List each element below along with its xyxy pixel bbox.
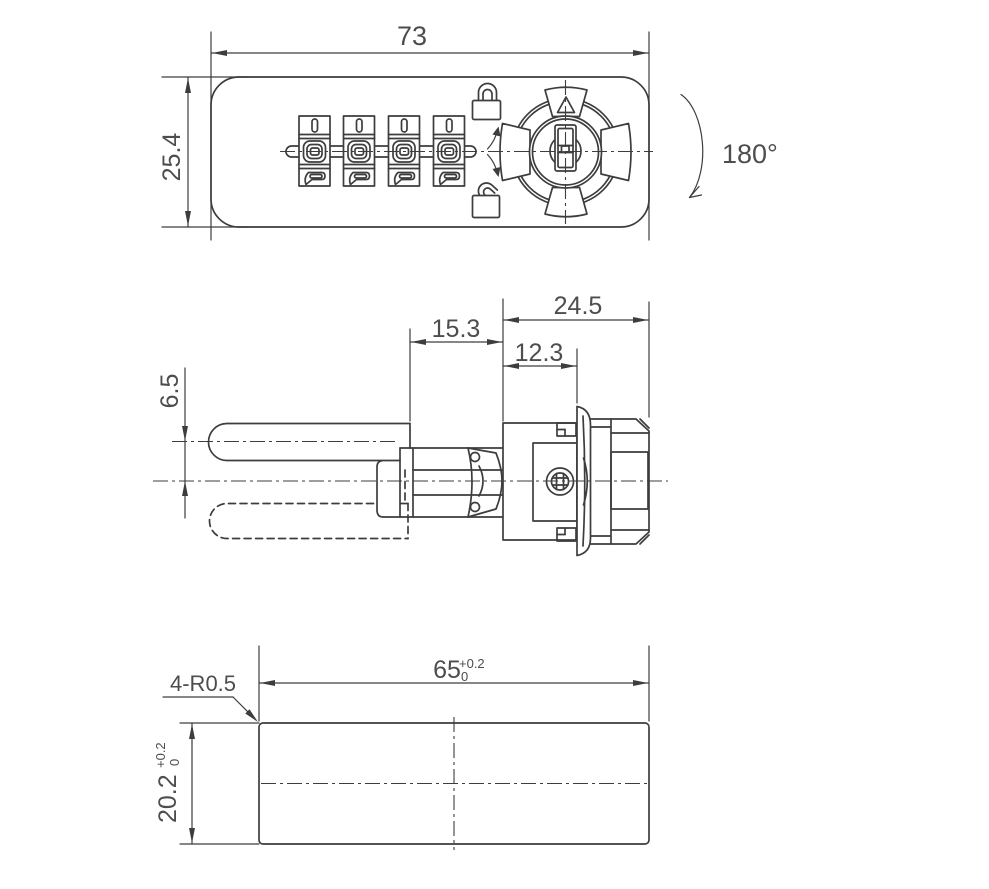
rotation-arc-180: 180° bbox=[680, 93, 778, 199]
cutout-width-tol-upper: +0.2 bbox=[459, 656, 485, 671]
cutout-height-tol-upper: +0.2 bbox=[153, 742, 168, 768]
cam-hub bbox=[376, 447, 504, 518]
dimension-width-73: 73 bbox=[210, 21, 650, 241]
housing-depth-dim-label: 12.3 bbox=[515, 339, 564, 367]
rotate-up-arrow-icon bbox=[486, 126, 501, 150]
rotate-down-arrow-icon bbox=[486, 153, 501, 177]
cam-offset-dim-label: 6.5 bbox=[156, 374, 184, 409]
depth-dim-label: 24.5 bbox=[554, 292, 603, 320]
grip-tab-right bbox=[600, 122, 632, 182]
cam-length-dim-label: 15.3 bbox=[432, 315, 481, 343]
cam-lever-rotated bbox=[208, 469, 409, 540]
dimension-housing-12.3: 12.3 bbox=[502, 339, 578, 404]
width-dim-label: 73 bbox=[397, 21, 427, 51]
unlocked-padlock-icon bbox=[471, 182, 501, 219]
dimension-cam-15.3: 15.3 bbox=[409, 315, 504, 422]
front-view: 180° 73 25.4 bbox=[158, 21, 778, 241]
grip-tab-bottom bbox=[544, 186, 588, 218]
locked-padlock-icon bbox=[471, 82, 502, 121]
cutout-width-tol-lower: 0 bbox=[461, 669, 468, 684]
cutout-view: 65 +0.2 0 4-R0.5 20.2 +0.2 0 bbox=[153, 645, 650, 850]
dimension-height-25.4: 25.4 bbox=[158, 76, 249, 228]
cutout-height-dim-label: 20.2 bbox=[154, 774, 182, 823]
cutout-height-tol-lower: 0 bbox=[167, 759, 182, 766]
side-view: 24.5 15.3 12.3 6.5 bbox=[153, 292, 668, 557]
dimension-offset-6.5: 6.5 bbox=[156, 367, 188, 519]
dimension-cutout-height-20.2: 20.2 +0.2 0 bbox=[153, 722, 260, 845]
dimension-depth-24.5: 24.5 bbox=[502, 292, 650, 422]
cam-fixing-nut bbox=[467, 447, 503, 518]
dimension-cutout-width-65: 65 +0.2 0 bbox=[258, 645, 650, 722]
corner-radius-label: 4-R0.5 bbox=[170, 671, 236, 696]
corner-radius-callout: 4-R0.5 bbox=[162, 671, 258, 722]
cutout-width-dim-label: 65 bbox=[433, 656, 461, 684]
rotation-angle-label: 180° bbox=[722, 139, 778, 169]
height-dim-label: 25.4 bbox=[158, 133, 186, 182]
